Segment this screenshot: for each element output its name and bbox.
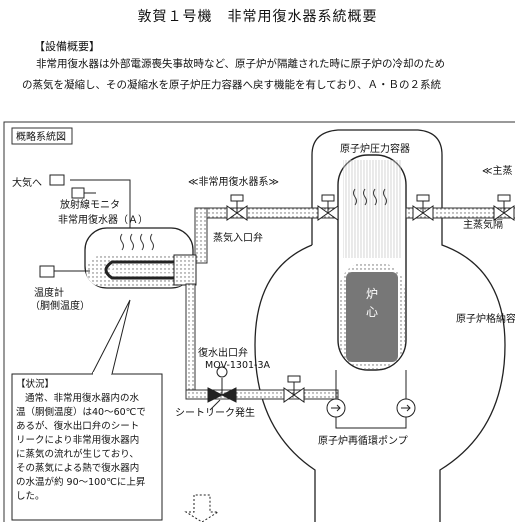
condenser-a-label: 非常用復水器（Ａ） [58,213,148,226]
system-title-box [11,127,73,145]
status-line-0: 通常、非常用復水器内の水 [25,393,140,404]
vent-line [70,179,131,228]
diagram-frame [3,121,515,522]
status-box [11,373,163,521]
outlet-valve [207,366,237,403]
overview-line-2: の蒸気を凝縮し、その凝縮水を原子炉圧力容器へ戻す機能を有しており、Ａ・Ｂの２系統 [22,79,441,91]
core-label-2: 心 [366,305,378,319]
down-arrow [184,494,220,522]
seat-leak-label: シートリーク発生 [175,406,255,419]
thermometer-box [39,265,55,278]
rpv-label: 原子炉圧力容器 [340,142,410,155]
thermometer-sub-label: （胴側温度） [30,299,90,312]
condenser-steam-lines [120,233,154,251]
containment-label: 原子炉格納容器 [456,312,515,325]
condensate-return-line [185,283,339,400]
outlet-valve-id: MOV-1301-3A [205,360,271,371]
status-line-1: 温（胴側温度）は40～60℃で [16,407,146,418]
core-label-1: 炉 [366,287,378,301]
main-steam-valve-1 [412,194,434,221]
steam-inlet-valve [226,194,248,221]
seat-leak-pointer [209,399,221,411]
recirc-pump-label: 原子炉再循環ポンプ [318,434,408,447]
status-callout: 【状況】 通常、非常用復水器内の水 温（胴側温度）は40～60℃で あるが、復水… [16,378,160,504]
condenser-header [173,254,197,286]
ic-system-label: ≪非常用復水器系≫ [188,175,279,188]
atmosphere-label: 大気へ [12,176,42,189]
radiation-monitor-label: 放射線モニタ [60,198,120,211]
main-steam-line-label: 主蒸気隔 [463,218,503,231]
recirc-loop [335,370,407,429]
overview-text: 非常用復水器は外部電源喪失事故時など、原子炉が隔離された時に原子炉の冷却のため … [22,54,515,96]
steam-wavy-lines [353,188,387,206]
rpv-upper-wall [343,160,401,258]
steam-line-valve-2 [317,194,339,221]
page-title: 敦賀１号機 非常用復水器系統概要 [137,9,378,25]
status-heading: 【状況】 [16,379,55,390]
condenser-tube-bundle [104,260,175,280]
callout-pointer [91,299,131,375]
steam-line [194,207,515,264]
status-line-4: に蒸気の流れが生じており、 [16,449,139,460]
reactor-core [346,272,398,362]
outlet-valve-label: 復水出口弁 [198,346,248,359]
radiation-monitor-box [71,187,85,199]
status-line-6: の水温が約 90～100℃に上昇 [16,477,146,488]
status-line-2: あるが、復水出口弁のシート [16,421,140,432]
status-line-5: その蒸気による熱で復水器内 [16,463,140,474]
overview-heading: 【設備概要】 [34,40,100,53]
vent-nozzle [49,174,65,186]
containment-outline [254,129,506,522]
status-line-7: した。 [16,491,45,502]
main-steam-system-label: ≪主蒸 [482,165,512,177]
overview-line-1: 非常用復水器は外部電源喪失事故時など、原子炉が隔離された時に原子炉の冷却のため [36,58,445,70]
thermometer-label: 温度計 [34,286,64,299]
system-title: 概略系統図 [16,130,66,143]
return-check-valve [283,375,305,403]
main-steam-valve-2 [493,194,515,221]
status-line-3: リークにより非常用復水器内 [16,435,140,446]
steam-inlet-valve-label: 蒸気入口弁 [213,231,263,244]
